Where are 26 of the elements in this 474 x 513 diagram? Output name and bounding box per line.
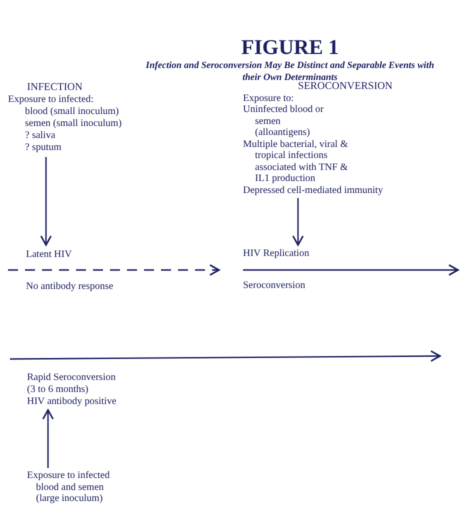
arrow xyxy=(292,198,304,246)
text-label: Exposure to infected blood and semen (large inoculum) xyxy=(27,470,111,504)
arrow xyxy=(42,409,54,468)
text-label: (3 to 6 months) xyxy=(27,384,88,396)
arrow xyxy=(40,157,52,246)
text-label: Exposure to: xyxy=(243,92,295,104)
arrow xyxy=(8,264,220,276)
text-label: HIV antibody positive xyxy=(27,396,116,408)
text-label: Depressed cell-mediated immunity xyxy=(243,184,384,196)
text-label: Seroconversion xyxy=(243,280,306,292)
figure-subtitle: Infection and Seroconversion May Be Distinct and Separable Events with their Own Determinants xyxy=(144,61,436,82)
text-label: ? sputum xyxy=(25,142,62,154)
figure-title: FIGURE 1 xyxy=(240,36,340,58)
text-label: Rapid Seroconversion xyxy=(27,372,116,384)
heading-text: SEROCONVERSION xyxy=(298,81,394,92)
text-label: Exposure to infected: xyxy=(8,94,94,106)
text-label: ? saliva xyxy=(25,130,56,142)
text-label: Uninfected blood or semen (alloantigens) xyxy=(243,104,325,138)
text-label: blood (small inoculum) xyxy=(25,106,119,118)
arrow xyxy=(243,264,459,276)
text-label: semen (small inoculum) xyxy=(25,118,122,130)
heading-text: INFECTION xyxy=(27,82,82,94)
text-label: Multiple bacterial, viral & tropical infections associated with TNF & IL1 production xyxy=(243,138,349,184)
text-label: Latent HIV xyxy=(26,249,72,260)
text-label: No antibody response xyxy=(26,281,114,292)
text-label: HIV Replication xyxy=(243,248,310,260)
